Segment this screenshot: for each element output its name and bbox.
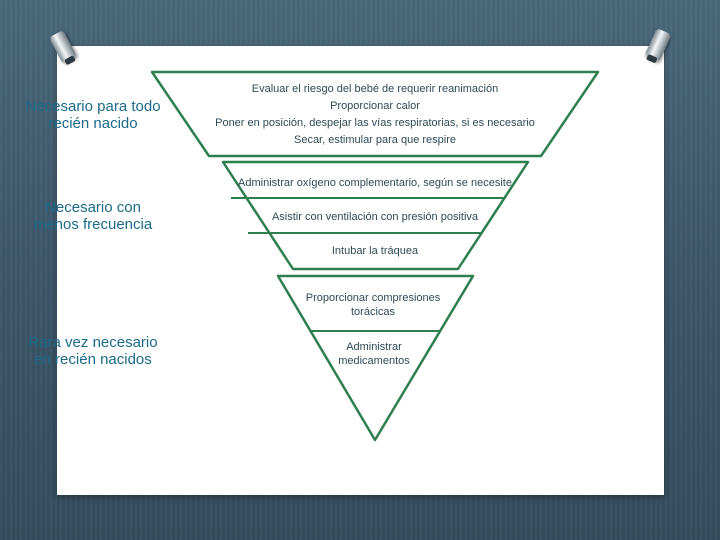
step-text: Secar, estimular para que respire — [294, 134, 456, 146]
step-text: torácicas — [351, 306, 396, 318]
label-line: recién nacido — [48, 115, 138, 132]
step-text: Intubar la tráquea — [332, 245, 419, 257]
label-line: Necesario con — [45, 199, 141, 216]
label-line: menos frecuencia — [33, 216, 153, 233]
label-line: Necesario para todo — [25, 98, 161, 115]
step-text: Administrar oxígeno complementario, segú… — [238, 177, 512, 189]
slide-paper — [57, 46, 664, 495]
pyramid-top-section — [150, 70, 600, 158]
label-rarely: Rara vez necesario en recién nacidos — [18, 334, 168, 368]
label-frequent: Necesario para todo recién nacido — [18, 98, 168, 132]
pyramid-bottom-section — [276, 274, 475, 442]
step-text: Poner en posición, despejar las vías res… — [215, 117, 535, 129]
step-text: Proporcionar calor — [330, 100, 420, 112]
step-text: Evaluar el riesgo del bebé de requerir r… — [252, 83, 498, 95]
step-text: Proporcionar compresiones — [306, 292, 441, 304]
label-less-frequent: Necesario con menos frecuencia — [18, 199, 168, 233]
label-line: Rara vez necesario — [28, 334, 158, 351]
step-text: Asistir con ventilación con presión posi… — [272, 211, 479, 223]
step-text: medicamentos — [338, 355, 410, 367]
label-line: en recién nacidos — [34, 351, 152, 368]
step-text: Administrar — [346, 341, 402, 353]
